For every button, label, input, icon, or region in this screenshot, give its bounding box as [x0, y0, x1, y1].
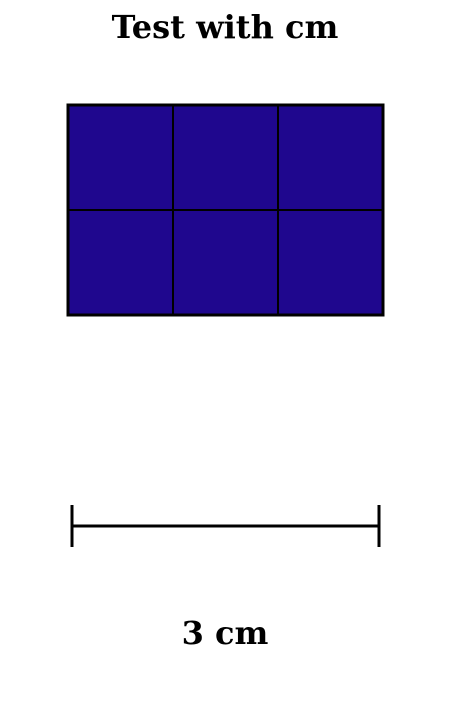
- grid-square-r1-c2: [172, 104, 279, 211]
- unit-square-grid: [66, 103, 385, 317]
- grid-square-r1-c3: [277, 104, 384, 211]
- diagram-title: Test with cm: [111, 8, 339, 46]
- scale-bar: [70, 505, 381, 547]
- scale-bar-label: 3 cm: [181, 614, 269, 652]
- grid-square-r2-c1: [67, 209, 174, 316]
- grid-square-r1-c1: [67, 104, 174, 211]
- grid-square-r2-c3: [277, 209, 384, 316]
- grid-outer-border: [66, 103, 385, 317]
- grid-square-r2-c2: [172, 209, 279, 316]
